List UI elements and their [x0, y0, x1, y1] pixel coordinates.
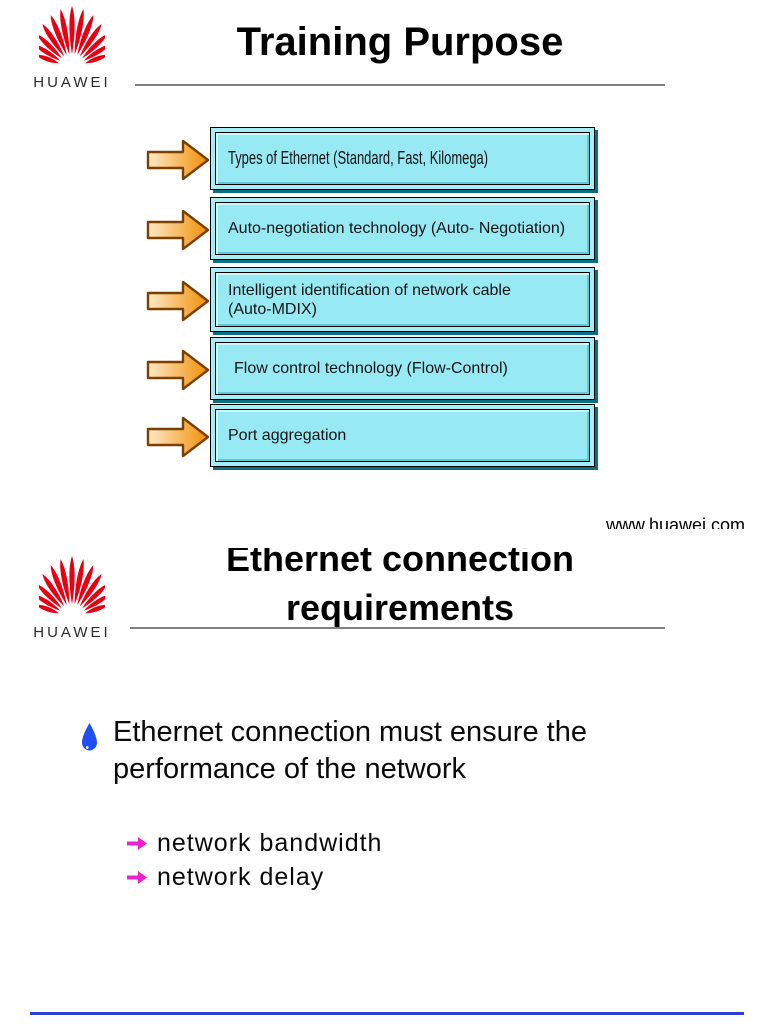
topic-box: Intelligent identification of network ca…	[210, 267, 595, 332]
topic-box-face: Flow control technology (Flow-Control)	[215, 342, 590, 395]
topic-box-label: Auto-negotiation technology (Auto- Negot…	[228, 220, 566, 237]
sub-bullet: network bandwidth	[127, 826, 382, 860]
topic-box-face: Intelligent identification of network ca…	[215, 272, 590, 327]
footer-url: www.huawei.com	[605, 515, 745, 529]
topic-box-face: Types of Ethernet (Standard, Fast, Kilom…	[215, 132, 590, 185]
topic-box-label: Intelligent identification of network ca…	[228, 281, 511, 318]
sub-bullet-list: network bandwidth network delay	[127, 826, 382, 894]
topic-box-label: Flow control technology (Flow-Control)	[234, 360, 508, 377]
huawei-logo: HUAWEI	[22, 556, 122, 641]
slide1-title: Training Purpose	[236, 20, 564, 64]
huawei-logo-label: HUAWEI	[33, 624, 111, 641]
topic-box-face: Auto-negotiation technology (Auto- Negot…	[215, 202, 590, 255]
slide2-title-rule	[130, 627, 665, 629]
water-drop-bullet-icon	[82, 723, 97, 751]
slide1-title-rule	[135, 84, 665, 86]
bullet-text: Ethernet connection must ensure the perf…	[113, 716, 587, 785]
sub-bullet-label: network delay	[157, 862, 325, 891]
sub-bullet-label: network bandwidth	[157, 828, 383, 857]
huawei-logo: HUAWEI	[22, 6, 122, 91]
huawei-fan-icon	[39, 6, 105, 66]
magenta-arrow-icon	[127, 836, 147, 850]
topic-box: Port aggregation	[210, 404, 595, 467]
topic-box: Types of Ethernet (Standard, Fast, Kilom…	[210, 127, 595, 190]
footer-url-clipped: www.huawei.com	[500, 515, 745, 529]
orange-arrow-icon	[146, 209, 210, 251]
sub-bullet: network delay	[127, 860, 382, 894]
orange-arrow-icon	[146, 139, 210, 181]
magenta-arrow-icon	[127, 870, 147, 884]
huawei-logo-label: HUAWEI	[33, 74, 111, 91]
topic-box-label: Types of Ethernet (Standard, Fast, Kilom…	[228, 148, 489, 168]
topic-box: Auto-negotiation technology (Auto- Negot…	[210, 197, 595, 260]
orange-arrow-icon	[146, 416, 210, 458]
orange-arrow-icon	[146, 349, 210, 391]
topic-box-label: Port aggregation	[228, 427, 347, 444]
slide2-title-line1: Ethernet connection	[225, 548, 575, 579]
slide2-title-line2: requirements	[285, 587, 515, 628]
slide2-title-line1-clipped: Ethernet connection	[134, 548, 666, 584]
slide2-footer-rule	[30, 1012, 744, 1015]
topic-box-face: Port aggregation	[215, 409, 590, 462]
topic-box: Flow control technology (Flow-Control)	[210, 337, 595, 400]
orange-arrow-icon	[146, 280, 210, 322]
huawei-fan-icon	[39, 556, 105, 616]
